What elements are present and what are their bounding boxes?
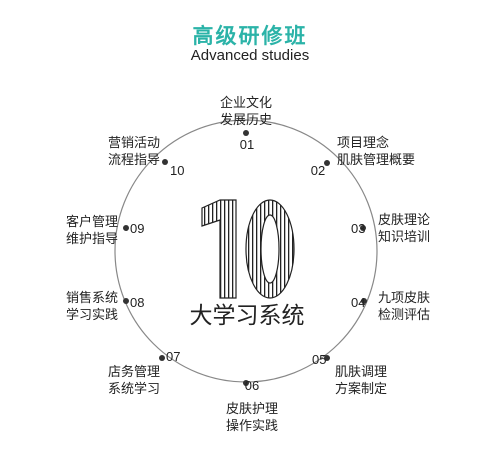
node-label-line2: 流程指导 [108,153,160,168]
node-number: 10 [170,163,184,178]
node-label-line1: 企业文化 [220,95,272,111]
node-label-line2: 学习实践 [66,307,118,323]
node-label-line2: 操作实践 [226,418,278,434]
node-dot [162,159,168,165]
node-dot [243,380,249,386]
node-label-line2: 肌肤管理概要 [337,153,415,168]
center-caption: 大学习系统 [190,303,305,329]
node-label-line2: 发展历史 [220,112,272,128]
big-ten-graphic [201,199,295,299]
node-label-line2: 方案制定 [335,381,387,397]
page-title: 高级研修班 [192,24,308,48]
node-label-line1: 九项皮肤 [378,291,430,306]
node-number: 07 [166,349,180,364]
node-dot [324,355,330,361]
node-label-line2: 维护指导 [66,232,118,247]
node-number: 02 [311,163,325,178]
node-number: 09 [130,221,144,236]
node-label-line2: 检测评估 [378,308,430,323]
node-dot [361,298,367,304]
node-label-line1: 销售系统 [66,290,118,306]
node-number: 03 [351,221,365,236]
node-label-line1: 皮肤护理 [226,402,278,417]
node-label-line1: 项目理念 [337,135,389,151]
page-subtitle: Advanced studies [190,47,310,64]
node-number: 05 [312,352,326,367]
node-label-line1: 肌肤调理 [335,365,387,380]
node-number: 08 [130,295,144,310]
node-dot [123,225,129,231]
node-label-line1: 营销活动 [108,136,160,151]
node-dot [324,160,330,166]
node-label-line1: 皮肤理论 [378,213,430,228]
node-dot [243,130,249,136]
node-label-line1: 客户管理 [66,214,118,230]
node-number: 04 [351,295,365,310]
node-number: 01 [240,137,254,152]
node-label-line2: 系统学习 [108,381,160,397]
node-number: 06 [245,378,259,393]
node-dot [123,298,129,304]
node-label-line2: 知识培训 [378,229,430,245]
node-dot [159,355,165,361]
node-dot [360,225,366,231]
node-label-line1: 店务管理 [108,364,160,380]
